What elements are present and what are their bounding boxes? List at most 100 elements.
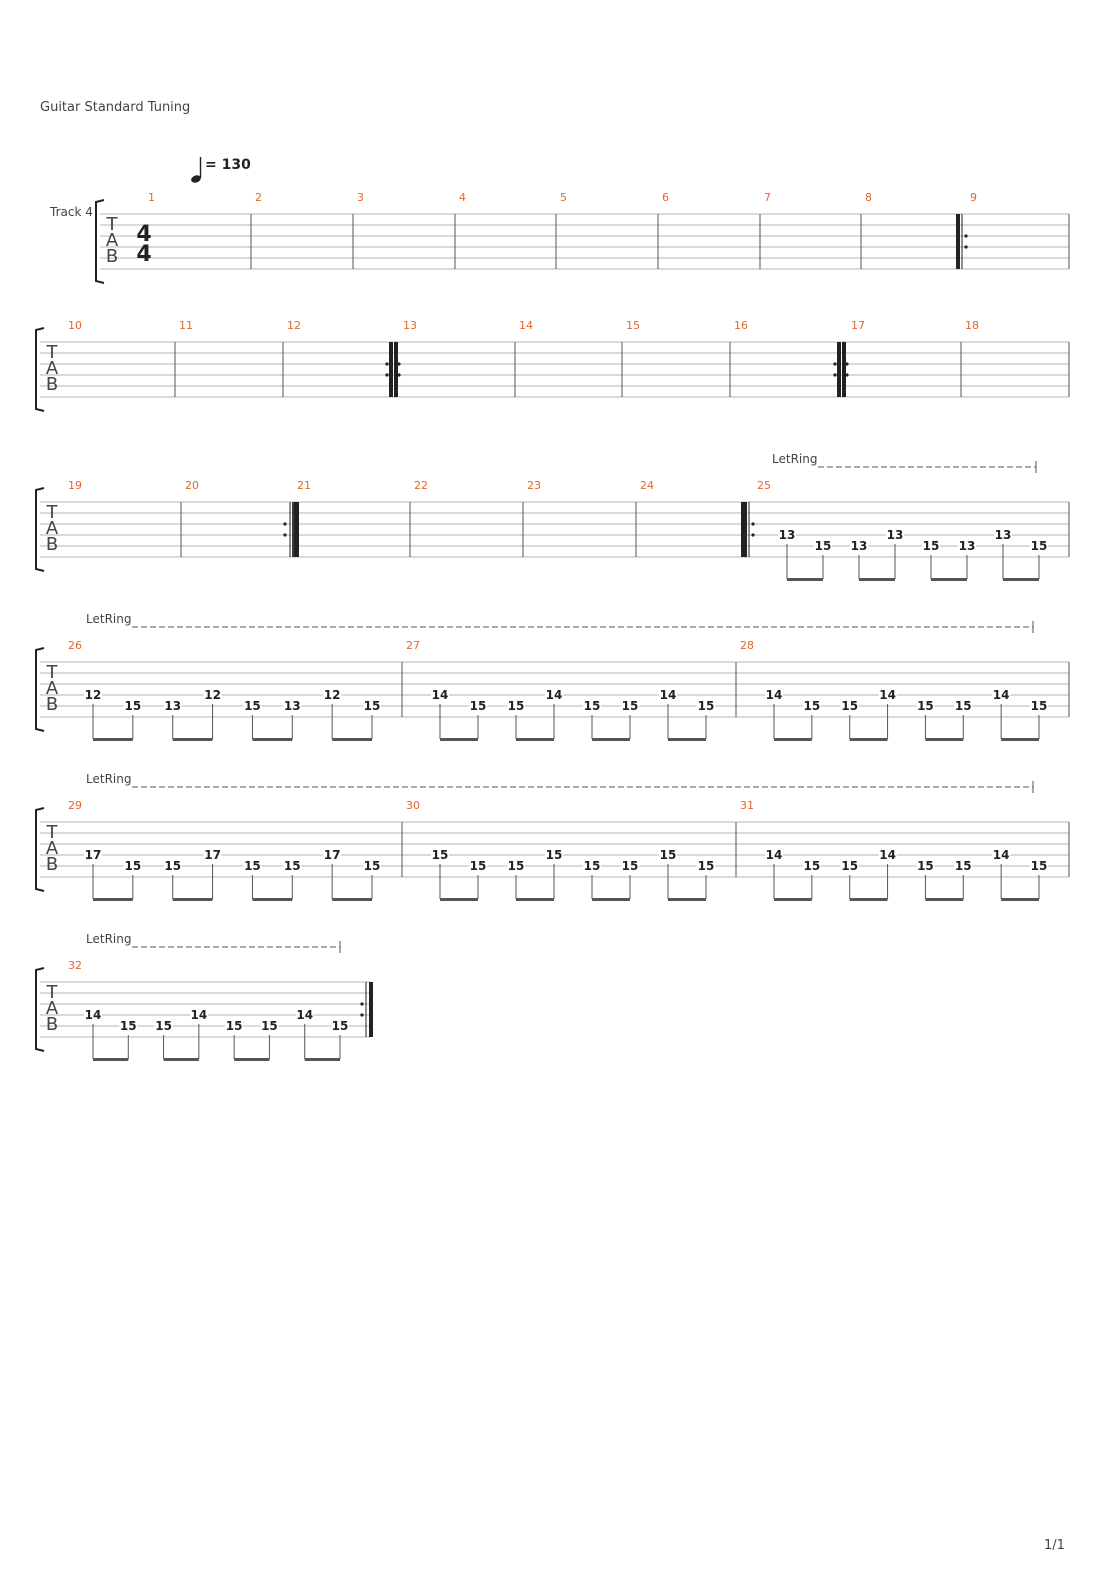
fret-mask (765, 849, 783, 861)
measure-number: 22 (414, 479, 428, 492)
measure-number: 12 (287, 319, 301, 332)
fret-number: 15 (1031, 859, 1048, 873)
fret-number: 13 (959, 539, 976, 553)
fret-number: 15 (815, 539, 832, 553)
repeat-dot (360, 1013, 364, 1017)
repeat-dot (283, 522, 287, 526)
fret-mask (123, 700, 142, 712)
fret-mask (243, 860, 262, 872)
measure-number: 17 (851, 319, 865, 332)
repeat-dot (397, 362, 401, 366)
fret-mask (954, 860, 973, 872)
measure-number: 20 (185, 479, 199, 492)
fret-number: 14 (296, 1008, 313, 1022)
fret-mask (802, 860, 821, 872)
fret-number: 14 (879, 848, 896, 862)
fret-mask (260, 1020, 279, 1032)
fret-mask (994, 529, 1012, 541)
tab-clef-letter: A (46, 358, 59, 379)
fret-number: 15 (698, 859, 715, 873)
fret-mask (992, 849, 1011, 861)
measure-number: 14 (519, 319, 533, 332)
fret-number: 15 (508, 699, 525, 713)
let-ring-label: LetRing (86, 932, 131, 946)
measure-number: 16 (734, 319, 748, 332)
fret-mask (323, 689, 342, 701)
tab-clef-letter: A (46, 838, 59, 859)
fret-number: 15 (917, 859, 934, 873)
fret-number: 15 (917, 699, 934, 713)
measure-number: 26 (68, 639, 82, 652)
fret-mask (621, 700, 639, 712)
page-number: 1/1 (1044, 1538, 1065, 1553)
measure-number: 18 (965, 319, 979, 332)
repeat-dot (964, 234, 968, 238)
measure-number: 3 (357, 191, 364, 204)
repeat-dot (845, 362, 849, 366)
measure-number: 10 (68, 319, 82, 332)
fret-number: 14 (191, 1008, 208, 1022)
note-beam (440, 898, 478, 901)
measure-number: 31 (740, 799, 754, 812)
fret-mask (225, 1020, 244, 1032)
fret-number: 15 (546, 848, 563, 862)
note-beam (172, 738, 213, 741)
fret-number: 15 (244, 859, 261, 873)
repeat-dot (964, 245, 968, 249)
note-beam (93, 738, 133, 741)
fret-mask (545, 689, 563, 701)
repeat-dot (845, 373, 849, 377)
repeat-dot (751, 522, 755, 526)
measure-number: 27 (406, 639, 420, 652)
note-beam (859, 578, 895, 581)
fret-number: 14 (993, 688, 1010, 702)
fret-number: 12 (85, 688, 102, 702)
fret-mask (163, 860, 182, 872)
note-beam (516, 738, 554, 741)
tab-clef-letter: B (46, 374, 58, 395)
repeat-start-thick-bar (295, 502, 299, 557)
fret-mask (431, 689, 449, 701)
tab-clef-letter: T (46, 502, 59, 523)
note-beam (925, 738, 964, 741)
fret-number: 12 (204, 688, 221, 702)
fret-number: 15 (1031, 539, 1048, 553)
note-beam (849, 738, 888, 741)
fret-number: 14 (879, 688, 896, 702)
note-beam (774, 738, 812, 741)
fret-number: 15 (155, 1019, 172, 1033)
note-beam (592, 738, 630, 741)
fret-mask (469, 700, 487, 712)
fret-number: 15 (1031, 699, 1048, 713)
fret-mask (189, 1009, 208, 1021)
repeat-dot (751, 533, 755, 537)
tab-clef-letter: T (46, 662, 59, 683)
fret-mask (84, 849, 102, 861)
fret-number: 15 (698, 699, 715, 713)
tab-clef-letter: B (46, 534, 58, 555)
fret-mask (840, 700, 859, 712)
fret-mask (958, 540, 976, 552)
measure-number: 1 (148, 191, 155, 204)
system-bracket (35, 807, 45, 892)
fret-mask (954, 700, 973, 712)
measure-number: 24 (640, 479, 654, 492)
fret-mask (203, 849, 222, 861)
fret-mask (697, 860, 715, 872)
tab-clef-letter: B (46, 1014, 58, 1035)
fret-mask (545, 849, 563, 861)
measure-number: 15 (626, 319, 640, 332)
fret-mask (621, 860, 639, 872)
fret-mask (659, 849, 677, 861)
fret-number: 15 (955, 699, 972, 713)
tab-clef-letter: B (46, 694, 58, 715)
fret-mask (163, 700, 182, 712)
fret-mask (1030, 700, 1048, 712)
fret-number: 15 (120, 1019, 137, 1033)
note-beam (440, 738, 478, 741)
measure-number: 13 (403, 319, 417, 332)
fret-number: 13 (779, 528, 796, 542)
fret-mask (778, 529, 796, 541)
